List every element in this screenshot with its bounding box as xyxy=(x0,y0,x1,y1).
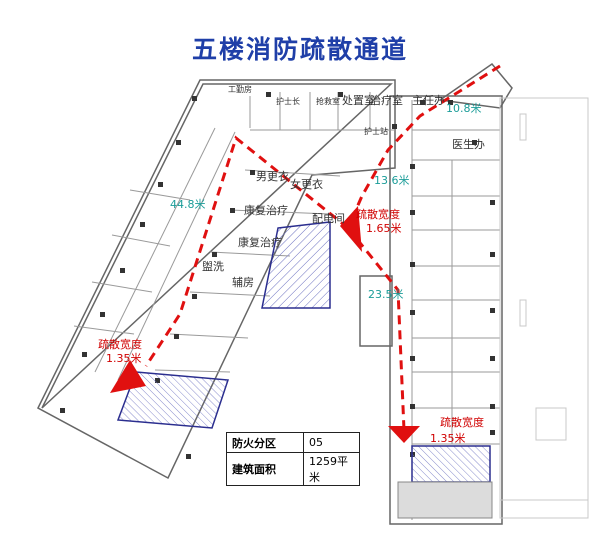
distance-mid-right: 13.6米 xyxy=(374,174,410,187)
room-nurse-chief: 护士长 xyxy=(276,96,300,106)
left-wing-outline xyxy=(37,79,396,480)
room-washroom: 盥洗 xyxy=(202,260,224,273)
left-exit-label: 疏散宽度 xyxy=(98,337,142,351)
room-disposal: 处置室 xyxy=(342,93,375,107)
annex-outline xyxy=(499,97,589,519)
center-exit-arrow xyxy=(340,206,362,252)
distance-top-right: 10.8米 xyxy=(446,102,482,115)
area-value: 1259平米 xyxy=(303,452,360,486)
left-exit-width: 1.35米 xyxy=(106,352,142,365)
center-exit-width: 1.65米 xyxy=(366,222,402,235)
right-wing-outline xyxy=(359,62,513,525)
area-label: 建筑面积 xyxy=(226,452,304,486)
room-rehab-2: 康复治疗 xyxy=(238,235,282,249)
right-exit-arrow xyxy=(388,426,420,443)
room-doctor-office: 医生办 xyxy=(452,137,485,151)
central-stair-shaft xyxy=(261,221,331,309)
right-exit-label: 疏散宽度 xyxy=(440,415,484,429)
exit-arrows xyxy=(110,206,420,443)
zone-label: 防火分区 xyxy=(226,432,304,453)
right-stair xyxy=(397,445,493,519)
info-table: 防火分区 05 建筑面积 1259平米 xyxy=(226,432,360,486)
distance-lower-right: 23.5米 xyxy=(368,288,404,301)
zone-value: 05 xyxy=(303,432,360,453)
room-nurse-station: 护士站 xyxy=(364,126,388,136)
info-row-area: 建筑面积 1259平米 xyxy=(226,452,360,486)
room-aux: 辅房 xyxy=(232,275,254,289)
room-rehab-1: 康复治疗 xyxy=(244,203,288,217)
distance-left-corridor: 44.8米 xyxy=(170,198,206,211)
room-treatment: 治疗室 xyxy=(370,93,403,107)
left-exit-arrow xyxy=(110,360,146,393)
info-row-zone: 防火分区 05 xyxy=(226,432,360,453)
room-workroom: 工勤房 xyxy=(228,84,252,94)
room-director: 主任办 xyxy=(412,94,445,107)
diagram-title: 五楼消防疏散通道 xyxy=(191,35,408,64)
room-female-locker: 女更衣 xyxy=(290,177,323,191)
room-rescue: 抢救室 xyxy=(316,96,340,106)
room-power: 配电间 xyxy=(312,212,345,225)
room-male-locker: 男更衣 xyxy=(256,169,289,183)
evacuation-route xyxy=(144,64,501,431)
right-exit-width: 1.35米 xyxy=(430,432,466,445)
center-exit-label: 疏散宽度 xyxy=(356,207,400,221)
